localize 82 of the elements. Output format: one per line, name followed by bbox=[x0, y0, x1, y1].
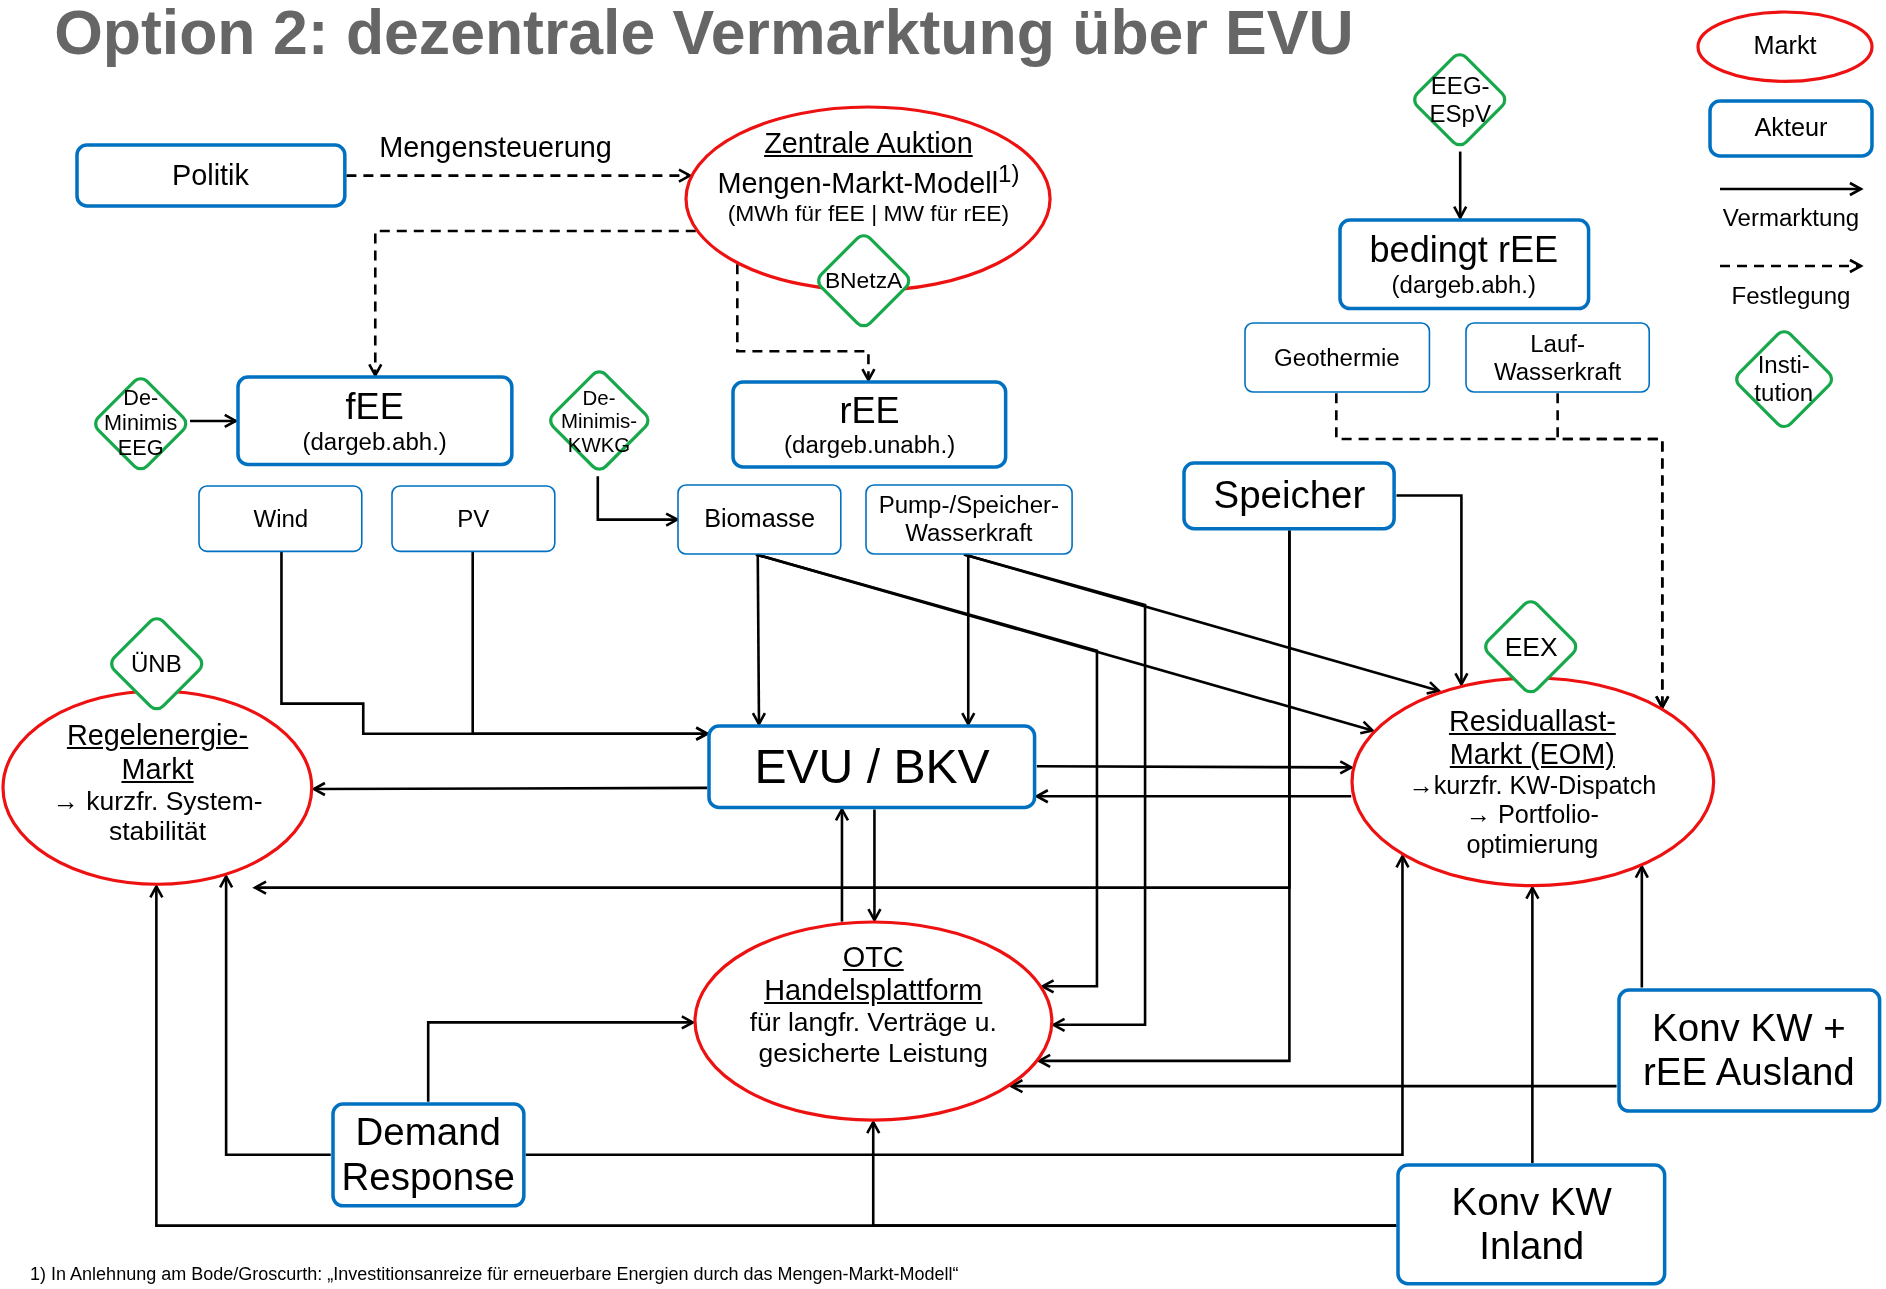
dashed-arrow bbox=[368, 229, 696, 377]
actor-box bbox=[731, 380, 1008, 470]
node-title: Residuallast- Markt (EOM) bbox=[1447, 705, 1617, 772]
technology-box bbox=[677, 483, 842, 555]
arrow bbox=[218, 875, 331, 1156]
node-title: rEE bbox=[839, 390, 900, 432]
arrow bbox=[755, 553, 1099, 994]
node-title: OTC Handelsplattform bbox=[763, 940, 984, 1008]
arrow bbox=[1035, 788, 1352, 804]
arrow bbox=[426, 1015, 695, 1102]
node-label: BNetzA bbox=[824, 267, 903, 294]
node-title: fEE bbox=[345, 386, 404, 428]
actor-box bbox=[1396, 1163, 1668, 1286]
dashed-arrow bbox=[736, 264, 876, 382]
node-text: (dargeb.abh.) bbox=[1391, 270, 1536, 299]
node-label: Lauf- Wasserkraft bbox=[1492, 330, 1623, 386]
dashed-arrow bbox=[1556, 393, 1670, 709]
node-label: Politik bbox=[172, 159, 249, 193]
node-title: bedingt rEE bbox=[1369, 229, 1559, 271]
arrow bbox=[1396, 494, 1469, 686]
node-text: → kurzfr. System- stabilität bbox=[51, 785, 264, 847]
arrow bbox=[963, 553, 1147, 1033]
technology-box bbox=[864, 483, 1073, 555]
node-label: EEX bbox=[1504, 631, 1558, 663]
technology-box bbox=[1243, 322, 1431, 394]
arrow bbox=[1037, 530, 1291, 1069]
legend-label: Insti- tution bbox=[1753, 351, 1815, 407]
arrow bbox=[1010, 1078, 1617, 1094]
title: Option 2: dezentrale Vermarktung über EVU bbox=[54, 0, 1354, 68]
arrow bbox=[596, 476, 679, 527]
node-label: ÜNB bbox=[130, 650, 182, 678]
arrow bbox=[471, 552, 709, 741]
technology-box bbox=[198, 484, 364, 553]
arrow bbox=[1525, 886, 1540, 1164]
actor-box bbox=[74, 143, 347, 209]
dashed-arrow bbox=[346, 168, 692, 183]
arrow bbox=[867, 809, 882, 922]
arrow bbox=[525, 855, 1410, 1156]
node-text: → Portfolio- optimierung bbox=[1464, 800, 1600, 859]
arrow bbox=[1452, 151, 1468, 219]
node-text: Mengen-Markt-Modell$^{1)}$ bbox=[716, 160, 1021, 201]
node-title: Regelenergie- Markt bbox=[65, 719, 250, 786]
node-label: Konv KW + rEE Ausland bbox=[1642, 1005, 1856, 1095]
node-label: EVU / BKV bbox=[754, 739, 990, 795]
node-label: Demand Response bbox=[340, 1110, 516, 1199]
node-text: für langfr. Verträge u. gesicherte Leistung bbox=[748, 1007, 998, 1068]
market-ellipse bbox=[1349, 675, 1716, 888]
node-label: Konv KW Inland bbox=[1450, 1180, 1613, 1269]
legend-label: Akteur bbox=[1754, 113, 1828, 143]
actor-box bbox=[330, 1101, 526, 1208]
actor-box bbox=[1182, 460, 1397, 531]
node-text: (MWh für fEE | MW für rEE) bbox=[726, 200, 1011, 227]
node-title: Zentrale Auktion bbox=[763, 127, 974, 161]
arrow bbox=[1634, 865, 1650, 988]
arrow bbox=[312, 781, 708, 797]
node-label: Wind bbox=[253, 504, 309, 533]
node-text: →kurzfr. KW-Dispatch bbox=[1407, 771, 1658, 801]
node-label: Pump-/Speicher- Wasserkraft bbox=[877, 491, 1061, 547]
legend-label: Festlegung bbox=[1731, 281, 1851, 310]
legend-label: Markt bbox=[1753, 31, 1817, 61]
node-label: EEG- ESpV bbox=[1428, 72, 1492, 128]
footnote: 1) In Anlehnung am Bode/Groscurth: „Investitionsanreize für erneuerbare Energien durch das Mengen-Markt-Modell“ bbox=[30, 1264, 959, 1285]
node-text: (dargeb.abh.) bbox=[302, 427, 447, 456]
node-label: PV bbox=[457, 504, 490, 533]
node-label: De- Minimis EEG bbox=[103, 386, 179, 461]
actor-box bbox=[1337, 217, 1591, 311]
market-ellipse bbox=[692, 920, 1054, 1123]
arrow bbox=[960, 554, 976, 726]
actor-box bbox=[707, 724, 1037, 810]
actor-box bbox=[235, 375, 514, 467]
arrow bbox=[865, 1120, 1397, 1227]
technology-box bbox=[390, 484, 556, 553]
node-label: Speicher bbox=[1213, 473, 1366, 518]
node-text: (dargeb.unabh.) bbox=[784, 431, 956, 460]
arrow bbox=[751, 554, 767, 726]
node-label: Geothermie bbox=[1274, 344, 1400, 372]
arrow bbox=[1036, 760, 1353, 775]
arrow bbox=[834, 808, 850, 922]
actor-box bbox=[1616, 987, 1882, 1113]
technology-box bbox=[1465, 322, 1651, 394]
node-label: Biomasse bbox=[704, 504, 815, 534]
legend-label: Vermarktung bbox=[1722, 203, 1860, 232]
